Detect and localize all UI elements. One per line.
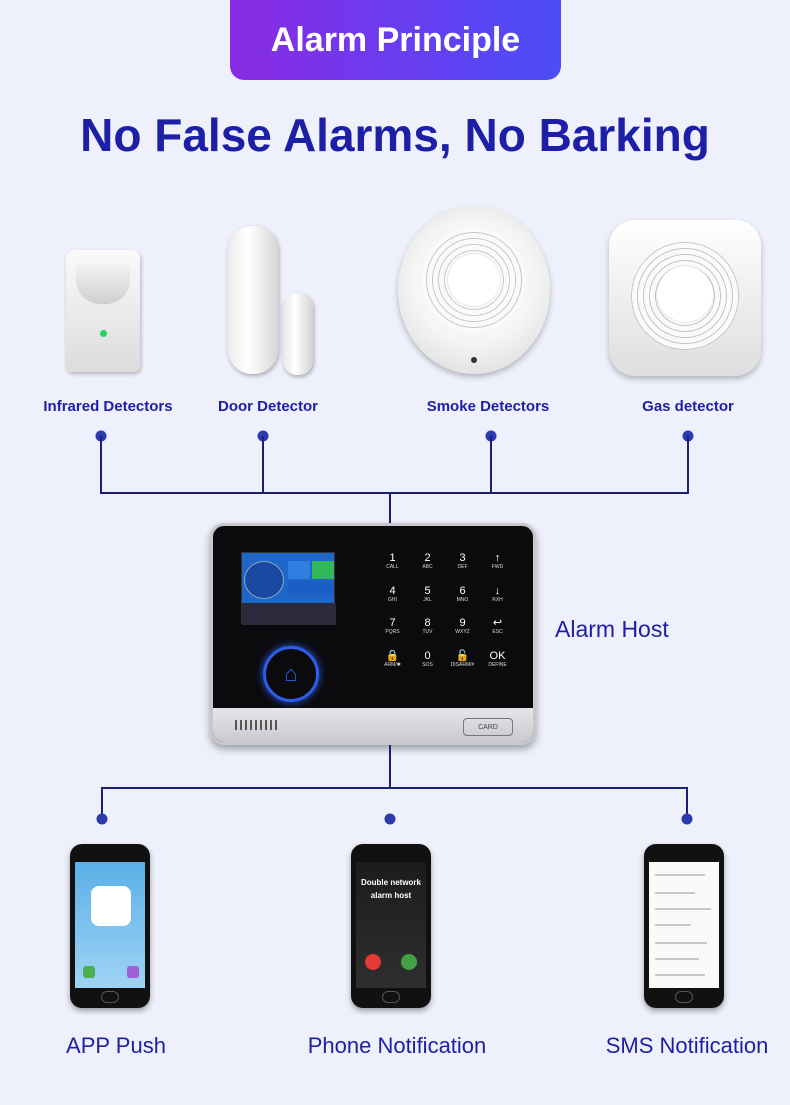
- app-clover-icon: [91, 886, 131, 926]
- sms-line: [655, 908, 711, 910]
- infrared-detector-image: [66, 250, 140, 372]
- decline-call-icon: [365, 954, 381, 970]
- app-icon: [127, 966, 139, 978]
- sms-line: [655, 958, 699, 960]
- sms-line: [655, 874, 705, 876]
- call-phone-image: Double network alarm host: [351, 844, 431, 1008]
- door-detector-main-image: [228, 226, 278, 374]
- call-title-line-2: alarm host: [370, 891, 412, 900]
- arm-tile: [288, 561, 310, 579]
- call-title-line-1: Double network: [360, 878, 421, 887]
- connector-line: [262, 436, 264, 494]
- pir-lens: [76, 264, 130, 304]
- sms-phone-image: [644, 844, 724, 1008]
- connector-from-host: [389, 745, 391, 789]
- connector-dot: [96, 813, 108, 825]
- sms-line: [655, 942, 707, 944]
- key: ↓RXH: [492, 584, 503, 603]
- app-screen: [75, 862, 145, 988]
- phone-home-button: [101, 991, 119, 1003]
- app-icon: [83, 966, 95, 978]
- connector-bus-top: [100, 492, 689, 494]
- clock-icon: [244, 561, 284, 599]
- phone-home-button: [382, 991, 400, 1003]
- key: 🔓DISARM/#: [450, 649, 475, 668]
- bottom-menu: [242, 603, 336, 625]
- label-door-detector: Door Detector: [217, 398, 319, 415]
- connector-bus-bottom: [101, 787, 688, 789]
- sms-line: [655, 924, 691, 926]
- connector-dot: [681, 813, 693, 825]
- label-smoke-detectors: Smoke Detectors: [426, 398, 550, 415]
- speaker-grille: [235, 720, 277, 730]
- door-detector-magnet-image: [283, 293, 313, 375]
- connector-line: [687, 436, 689, 494]
- smoke-button: [471, 357, 477, 363]
- connector-line: [490, 436, 492, 494]
- gas-core: [657, 266, 713, 322]
- banner-title: Alarm Principle: [230, 0, 561, 80]
- app-phone-image: [70, 844, 150, 1008]
- pir-led: [100, 330, 107, 337]
- sms-line: [655, 974, 705, 976]
- host-bottom-strip: CARD: [213, 708, 533, 742]
- date-tile: [288, 581, 334, 595]
- card-reader: CARD: [463, 718, 513, 736]
- sms-screen: [649, 862, 719, 988]
- headline: No False Alarms, No Barking: [80, 109, 710, 161]
- gas-detector-image: [609, 220, 761, 376]
- phone-home-button: [675, 991, 693, 1003]
- connector-to-host: [389, 492, 391, 526]
- key: ↑FWD: [491, 552, 504, 570]
- home-icon: ⌂: [263, 646, 319, 702]
- label-gas-detector: Gas detector: [642, 398, 734, 415]
- label-alarm-host: Alarm Host: [555, 616, 669, 642]
- call-screen: Double network alarm host: [356, 862, 426, 988]
- label-sms-notification: SMS Notification: [605, 1033, 769, 1058]
- smoke-detector-image: [398, 206, 550, 374]
- label-phone-notification: Phone Notification: [307, 1033, 487, 1058]
- connector-dot: [384, 813, 396, 825]
- home-tile: [312, 561, 334, 579]
- smoke-core: [448, 254, 500, 306]
- host-screen: [241, 552, 336, 625]
- accept-call-icon: [401, 954, 417, 970]
- key: ↩ESC: [492, 617, 503, 635]
- connector-line: [686, 787, 688, 819]
- connector-line: [101, 787, 103, 819]
- sms-line: [655, 892, 695, 894]
- connector-line: [100, 436, 102, 494]
- label-infrared-detectors: Infrared Detectors: [43, 398, 173, 415]
- label-app-push: APP Push: [66, 1033, 166, 1058]
- key: 🔒ARM/✱: [384, 649, 401, 668]
